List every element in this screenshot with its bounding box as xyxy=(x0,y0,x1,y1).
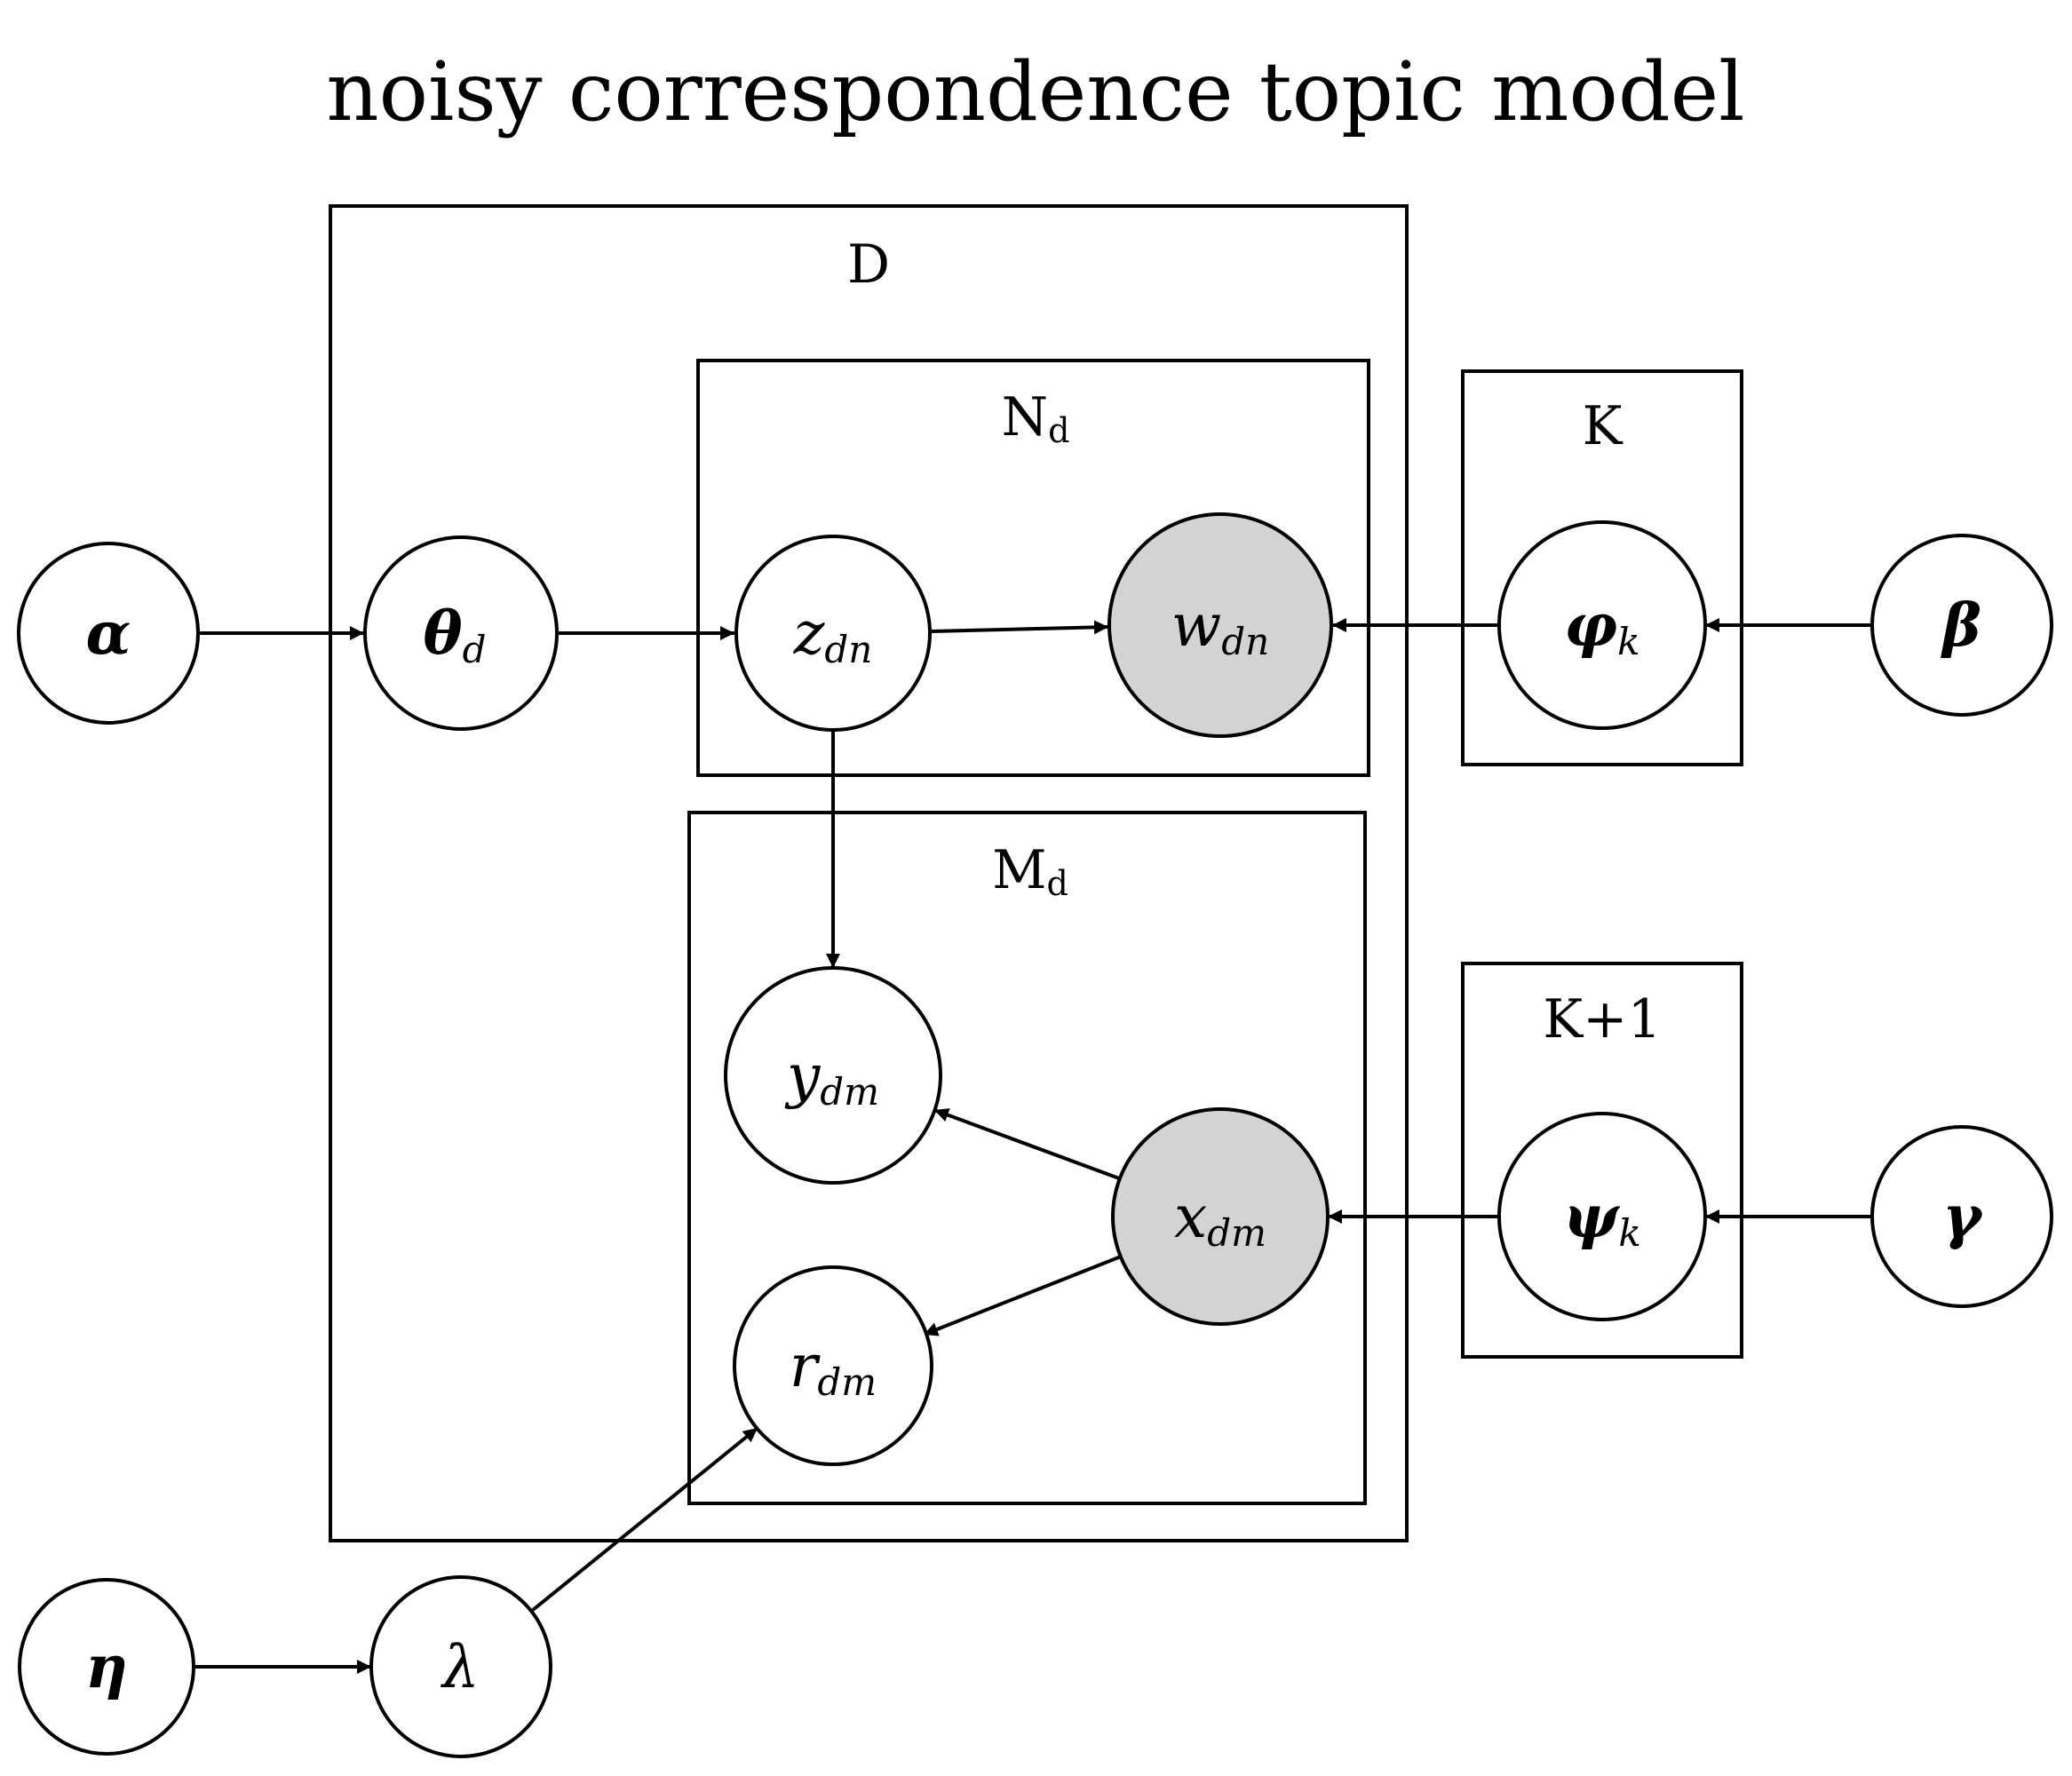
node-lambda: λ xyxy=(369,1575,552,1758)
node-phi: φk xyxy=(1497,520,1707,730)
plate-K-label: K xyxy=(1583,395,1623,457)
svg-text:Nd: Nd xyxy=(1002,386,1070,450)
node-x-sub: dm xyxy=(1207,1211,1266,1255)
svg-text:xdm: xdm xyxy=(1174,1183,1266,1255)
node-theta-sub: d xyxy=(463,628,487,671)
plate-Nd-sub: d xyxy=(1048,411,1069,450)
node-z-symbol: z xyxy=(793,599,826,668)
plate-D-label: D xyxy=(847,234,890,296)
node-theta-symbol: θ xyxy=(424,599,463,668)
svg-text:rdm: rdm xyxy=(790,1332,877,1404)
node-y-sub: dm xyxy=(820,1070,879,1114)
node-theta: θd xyxy=(363,535,559,731)
svg-text:θd: θd xyxy=(424,599,487,671)
node-beta: β xyxy=(1870,534,2053,717)
node-eta-symbol: η xyxy=(85,1632,128,1701)
node-r: rdm xyxy=(733,1265,933,1466)
node-alpha-symbol: α xyxy=(86,599,131,668)
node-beta-symbol: β xyxy=(1940,591,1981,660)
node-gamma-symbol: γ xyxy=(1942,1182,1984,1251)
plate-D: D xyxy=(329,204,1409,1542)
node-w-symbol: w xyxy=(1171,591,1222,660)
svg-text:zdn: zdn xyxy=(793,599,873,671)
node-x-symbol: x xyxy=(1174,1183,1207,1251)
node-psi: ψk xyxy=(1497,1112,1707,1321)
diagram-title: noisy correspondence topic model xyxy=(326,44,1744,139)
node-psi-symbol: ψ xyxy=(1563,1182,1620,1251)
plate-Md: Md xyxy=(687,811,1367,1505)
node-r-symbol: r xyxy=(790,1332,821,1400)
edge-lambda-r xyxy=(531,1426,759,1612)
svg-text:D: D xyxy=(847,234,890,296)
node-y-symbol: y xyxy=(784,1042,821,1110)
plate-Nd-label: N xyxy=(1002,386,1049,448)
node-r-sub: dm xyxy=(817,1360,877,1404)
node-w-sub: dn xyxy=(1221,620,1269,663)
node-w: wdn xyxy=(1107,512,1333,738)
plate-K-plus-1: K+1 xyxy=(1461,962,1743,1359)
svg-text:K: K xyxy=(1583,395,1623,457)
svg-text:wdn: wdn xyxy=(1171,591,1269,663)
plate-K: K xyxy=(1461,369,1743,766)
edges xyxy=(194,618,1871,1674)
node-eta: η xyxy=(18,1578,195,1756)
node-phi-sub: k xyxy=(1617,620,1639,663)
svg-text:β: β xyxy=(1940,591,1981,660)
svg-text:Md: Md xyxy=(992,839,1068,903)
svg-text:α: α xyxy=(86,599,131,668)
node-psi-sub: k xyxy=(1618,1211,1640,1255)
svg-text:ydm: ydm xyxy=(784,1042,879,1114)
edge-x-r xyxy=(923,1255,1122,1336)
svg-text:η: η xyxy=(85,1632,128,1701)
plate-K-plus-1-label: K+1 xyxy=(1543,988,1661,1051)
node-gamma: γ xyxy=(1870,1125,2053,1308)
node-alpha: α xyxy=(17,542,200,725)
edge-x-y xyxy=(933,1108,1120,1180)
plate-Md-sub: d xyxy=(1047,864,1068,903)
svg-text:K+1: K+1 xyxy=(1543,988,1661,1051)
svg-text:φk: φk xyxy=(1564,591,1639,663)
node-x: xdm xyxy=(1111,1107,1330,1326)
svg-text:λ: λ xyxy=(440,1633,480,1701)
node-z: zdn xyxy=(734,535,932,732)
plate-Nd: Nd xyxy=(696,359,1370,777)
node-lambda-symbol: λ xyxy=(440,1633,480,1701)
plate-Md-label: M xyxy=(992,839,1046,901)
svg-text:ψk: ψk xyxy=(1563,1182,1641,1255)
node-z-sub: dn xyxy=(824,628,872,671)
edge-z-w xyxy=(930,620,1109,635)
node-y: ydm xyxy=(724,966,942,1185)
svg-text:γ: γ xyxy=(1942,1182,1984,1251)
node-phi-symbol: φ xyxy=(1564,591,1617,660)
